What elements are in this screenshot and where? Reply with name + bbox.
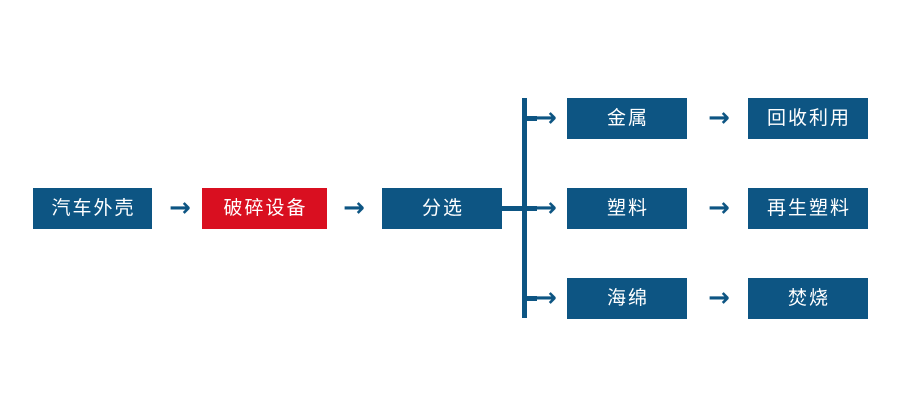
branch-stub-metal [525,116,537,121]
arrow-right-icon-car-shell-to-crusher: → [169,193,191,223]
arrow-right-icon-metal-to-recycling: → [708,103,730,133]
node-recycling-reuse[interactable]: 回收利用 [748,98,868,139]
node-metal[interactable]: 金属 [567,98,687,139]
branch-bus-vertical-line [522,98,527,318]
node-recycled-plastic[interactable]: 再生塑料 [748,188,868,229]
node-car-shell[interactable]: 汽车外壳 [33,188,152,229]
arrow-right-icon-crusher-to-sorting: → [343,193,365,223]
arrow-right-icon-branch-plastic: → [535,193,557,223]
branch-stub-sponge [525,296,537,301]
node-incineration[interactable]: 焚烧 [748,278,868,319]
node-crushing-equipment[interactable]: 破碎设备 [202,188,327,229]
branch-stub-plastic [525,206,537,211]
node-sponge[interactable]: 海绵 [567,278,687,319]
node-sorting[interactable]: 分选 [382,188,502,229]
arrow-right-icon-plastic-to-recycled-plastic: → [708,193,730,223]
arrow-right-icon-branch-sponge: → [535,283,557,313]
arrow-right-icon-branch-metal: → [535,103,557,133]
arrow-right-icon-sponge-to-incineration: → [708,283,730,313]
node-plastic[interactable]: 塑料 [567,188,687,229]
branch-connector-horizontal [502,206,525,211]
